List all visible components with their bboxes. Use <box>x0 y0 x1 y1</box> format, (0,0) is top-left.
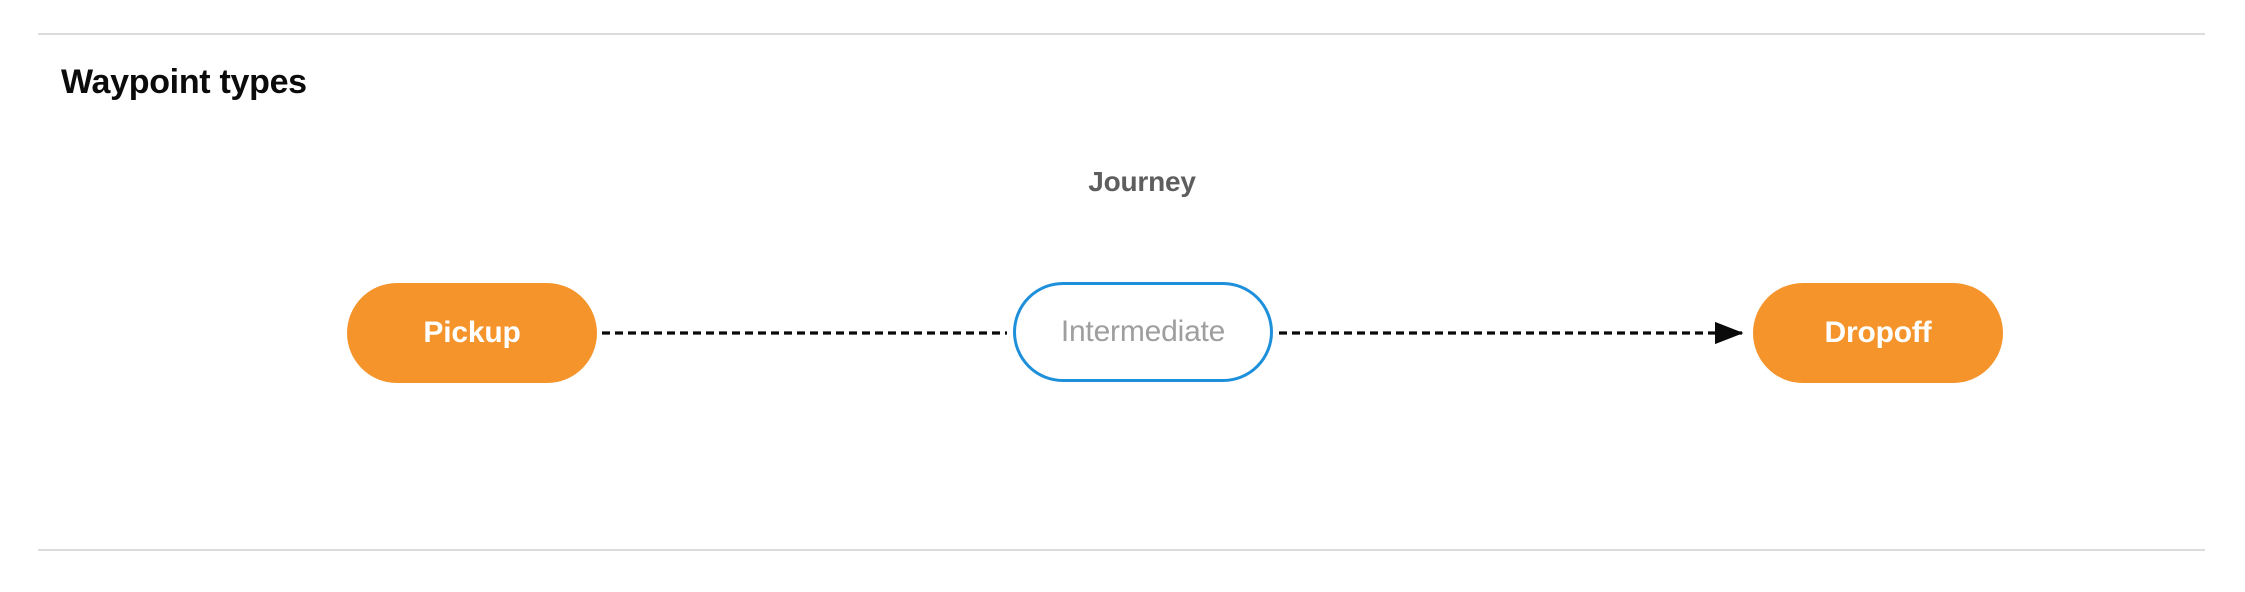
page-title: Waypoint types <box>61 63 307 101</box>
waypoint-node-dropoff[interactable]: Dropoff <box>1753 283 2003 383</box>
waypoint-node-pickup[interactable]: Pickup <box>347 283 597 383</box>
journey-group-label: Journey <box>1088 166 1196 197</box>
section-divider-top <box>38 33 2205 35</box>
section-divider-bottom <box>38 549 2205 551</box>
waypoint-node-intermediate[interactable]: Intermediate <box>1013 282 1273 382</box>
